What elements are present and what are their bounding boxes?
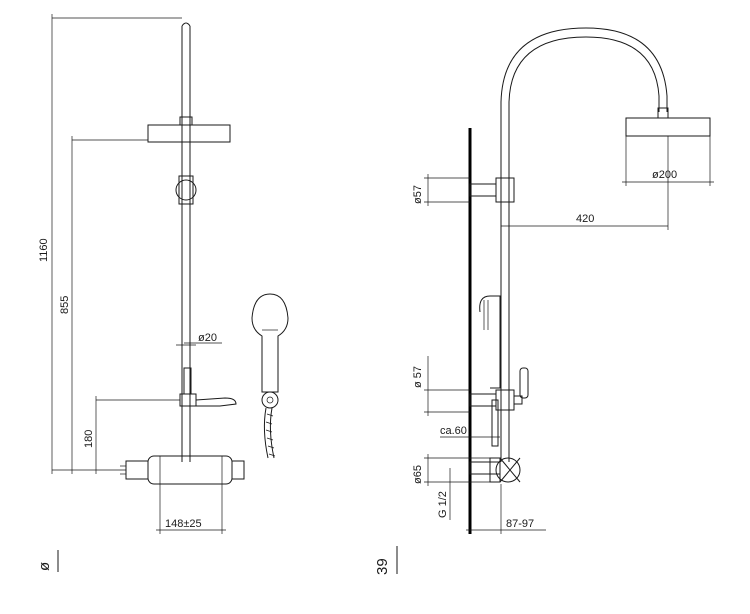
shower-head-front [147, 116, 231, 143]
label-180: 180 [83, 430, 95, 448]
label-148: 148±25 [165, 518, 202, 530]
dim-o65: ø65 [412, 454, 490, 486]
hand-shower-side [479, 295, 501, 447]
label-1160: 1160 [38, 238, 50, 262]
label-o65: ø65 [412, 465, 424, 484]
riser-arm-side [500, 27, 669, 462]
label-o57-upper: ø57 [412, 185, 424, 204]
dim-420: 420 [501, 136, 669, 230]
dim-1160: 1160 [38, 14, 182, 474]
label-420: 420 [576, 213, 594, 225]
dim-ca60: ca.60 [440, 425, 500, 438]
label-o20: ø20 [198, 332, 217, 344]
front-view: 1160 855 180 ø20 148±25 ø [36, 14, 289, 572]
dim-148: 148±25 [156, 484, 226, 534]
label-87-97: 87-97 [506, 518, 534, 530]
dim-o57-upper: ø57 [412, 174, 470, 206]
footer-symbol-front: ø [36, 562, 53, 571]
label-ca60: ca.60 [440, 425, 467, 437]
slide-bracket [175, 175, 197, 205]
dim-87-97: 87-97 [466, 484, 546, 534]
footer-symbol-side: 39 [374, 558, 391, 575]
dim-g12: G 1/2 [437, 468, 451, 520]
label-o200: ø200 [652, 169, 677, 181]
dim-o20: ø20 [184, 332, 222, 344]
riser-pipe [181, 22, 191, 462]
dim-180: 180 [83, 396, 180, 474]
label-855: 855 [59, 296, 71, 314]
side-view: ø57 ø 57 ø200 420 ca.60 [374, 27, 714, 575]
handshower-holder [179, 367, 237, 407]
upper-bracket [469, 177, 515, 203]
shower-head-side [625, 117, 711, 137]
label-g12: G 1/2 [437, 491, 449, 518]
hand-shower [251, 293, 289, 459]
label-o57-lower: ø 57 [412, 366, 424, 388]
mixer-connector-side [469, 457, 521, 483]
dim-o57-lower: ø 57 [412, 356, 470, 416]
dim-855: 855 [59, 136, 148, 474]
lower-bracket [469, 367, 529, 411]
